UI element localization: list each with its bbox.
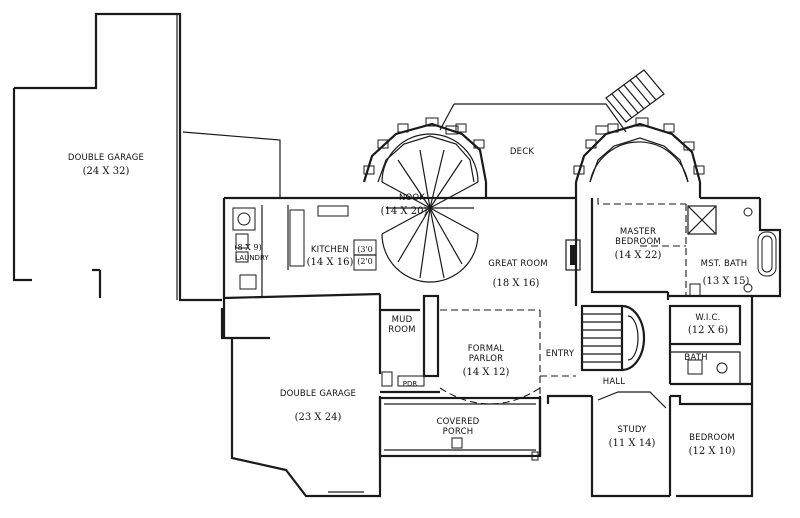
- label-wic: W.I.C.: [695, 313, 720, 323]
- label-kitchen: KITCHEN: [311, 245, 349, 255]
- left-garage-walls: [12, 12, 222, 302]
- pantry-line1: (3'0: [357, 245, 373, 254]
- dim-master: (14 X 22): [615, 250, 662, 261]
- study-bedroom-walls: [590, 384, 754, 498]
- label-pdr: PDR: [403, 380, 418, 388]
- label-bath: BATH: [684, 353, 707, 363]
- main-house-walls: [380, 182, 782, 384]
- master-bay: [573, 117, 705, 183]
- label-mst-bath: MST. BATH: [701, 259, 748, 269]
- label-hall: HALL: [603, 377, 626, 387]
- label-entry: ENTRY: [546, 349, 575, 359]
- dim-mst-bath: (13 X 15): [703, 276, 750, 287]
- bottom-garage-walls: [220, 308, 382, 498]
- label-porch-line2: PORCH: [443, 427, 474, 437]
- label-porch-line1: COVERED: [437, 417, 480, 427]
- label-great-room: GREAT ROOM: [488, 259, 548, 269]
- dim-great-room: (18 X 16): [493, 278, 540, 289]
- label-master-line2: BEDROOM: [615, 237, 661, 247]
- label-double-garage-left: DOUBLE GARAGE: [68, 153, 144, 163]
- label-nook: NOOK: [399, 193, 425, 203]
- main-stair: [580, 304, 646, 372]
- deck-outline: [439, 69, 665, 135]
- label-mud-line2: ROOM: [388, 325, 415, 335]
- dim-kitchen: (14 X 16): [307, 257, 354, 268]
- dim-parlor: (14 X 12): [463, 367, 510, 378]
- label-master-line1: MASTER: [620, 227, 656, 237]
- dim-study: (11 X 14): [609, 438, 656, 449]
- kitchen-block-walls: [182, 131, 381, 338]
- label-deck: DECK: [510, 147, 534, 157]
- label-parlor-line1: FORMAL: [468, 344, 505, 354]
- covered-porch: [378, 396, 542, 461]
- pantry-line2: (2'0: [357, 257, 373, 266]
- nook-bay: [362, 117, 488, 283]
- label-study: STUDY: [617, 425, 647, 435]
- dim-double-garage-left: (24 X 32): [83, 166, 130, 177]
- label-mud-line1: MUD: [392, 315, 413, 325]
- dim-laundry: (8 X 9): [234, 243, 261, 252]
- dim-bedroom: (12 X 10): [689, 446, 736, 457]
- parlor-entry-walls: [378, 294, 592, 456]
- dim-wic: (12 X 6): [688, 325, 728, 336]
- label-laundry: LAUNDRY: [235, 254, 269, 262]
- master-suite-lower: [640, 290, 752, 386]
- dim-nook: (14 X 20): [381, 206, 428, 217]
- deck-stair: [605, 69, 665, 123]
- label-bedroom: BEDROOM: [689, 433, 735, 443]
- label-double-garage-bottom: DOUBLE GARAGE: [280, 389, 356, 399]
- label-parlor-line2: PARLOR: [469, 354, 504, 364]
- dim-double-garage-bottom: (23 X 24): [295, 412, 342, 423]
